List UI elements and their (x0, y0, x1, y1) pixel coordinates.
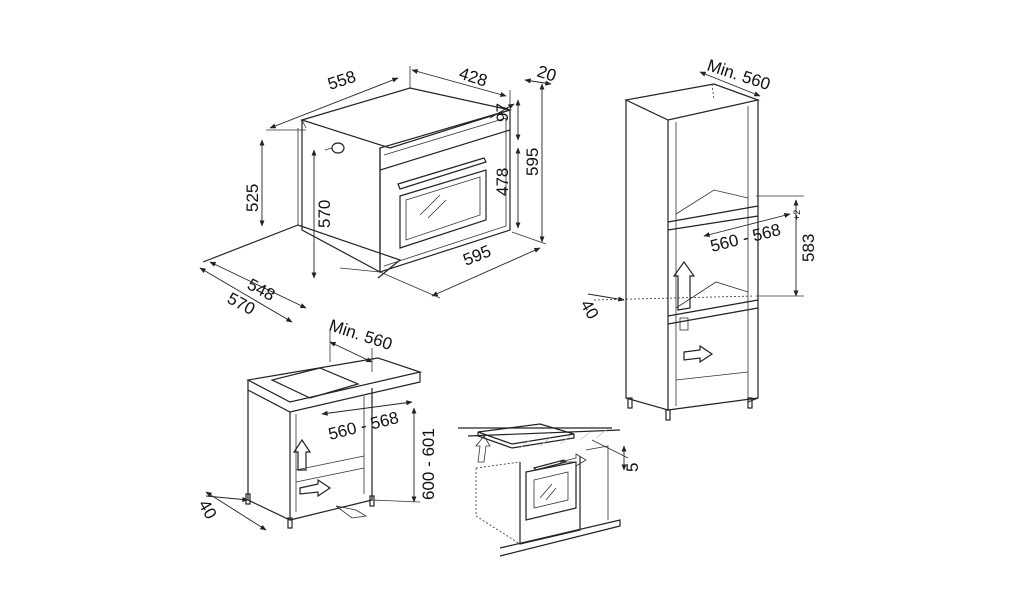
airflow-in-arrow-icon (683, 344, 714, 364)
tall-niche-height-label: 583 (799, 234, 818, 262)
builtin-gap-label: 5 (623, 463, 642, 472)
builtin-airflow-out-icon (559, 453, 587, 467)
dim-558-label: 558 (325, 67, 358, 94)
undercounter-vent-gap-label: 40 (195, 497, 221, 523)
countertop-hatch (519, 429, 607, 449)
tall-niche-height-tolerance: +2 (792, 210, 802, 220)
undercounter-min-width-label: Min. 560 (327, 316, 395, 354)
undercounter-vent-grille-icon (335, 505, 368, 519)
oven-handle (397, 157, 487, 190)
dim-478-label: 478 (493, 168, 512, 196)
oven-fitting-icon (331, 142, 345, 154)
dim-595-horizontal-label: 595 (460, 241, 493, 269)
undercounter-niche-height-label: 600 - 601 (419, 428, 438, 500)
dim-428-label: 428 (457, 64, 490, 91)
undercounter-drawing (205, 330, 423, 531)
builtin-view-drawing (458, 423, 629, 557)
oven-front (379, 109, 511, 273)
builtin-airflow-up-icon (475, 435, 491, 463)
dim-595-vertical-label: 595 (523, 148, 542, 176)
airflow-up-arrow-icon (672, 260, 696, 311)
undercounter-airflow-in-icon (299, 478, 332, 498)
dim-570-vertical-label: 570 (315, 200, 334, 228)
oven-drawing (199, 66, 552, 323)
dim-20-label: 20 (535, 62, 559, 86)
oven-window (399, 169, 487, 249)
tall-vent-gap-label: 40 (577, 297, 603, 323)
undercounter-niche-width-label: 560 - 568 (326, 408, 400, 444)
oven-base-plane (202, 224, 402, 279)
tall-min-width-label: Min. 560 (705, 56, 773, 94)
dim-525-label: 525 (243, 184, 262, 212)
dim-97-label: 97 (493, 103, 512, 122)
undercounter-airflow-up-icon (292, 438, 312, 471)
tall-cabinet-drawing (587, 71, 804, 421)
